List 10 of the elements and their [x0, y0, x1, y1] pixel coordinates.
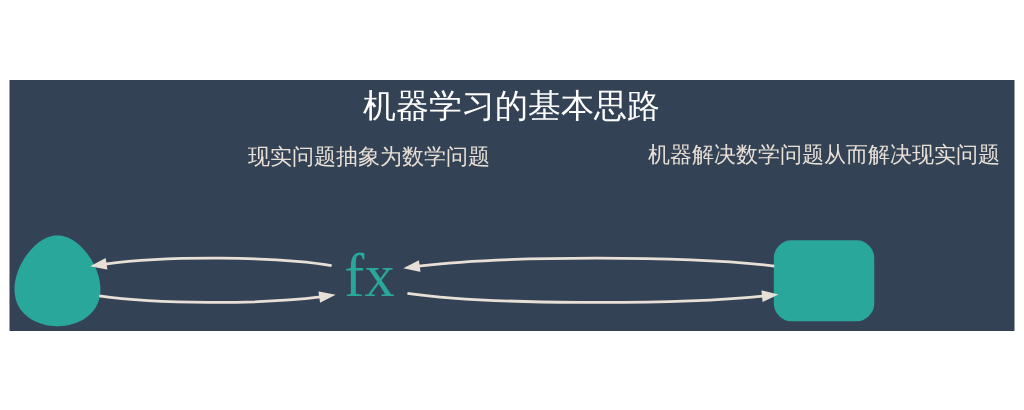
- diagram-title: 机器学习的基本思路: [363, 85, 661, 125]
- node-text: fx: [344, 241, 395, 309]
- node-person: [14, 234, 101, 326]
- arrow: [407, 289, 779, 304]
- arrow: [403, 256, 775, 272]
- label: 机器解决数学问题从而解决现实问题: [648, 141, 1001, 167]
- arrow: [90, 256, 332, 270]
- label: 现实问题抽象为数学问题: [248, 143, 491, 169]
- node-monitor: [773, 239, 875, 321]
- arrow: [99, 290, 336, 304]
